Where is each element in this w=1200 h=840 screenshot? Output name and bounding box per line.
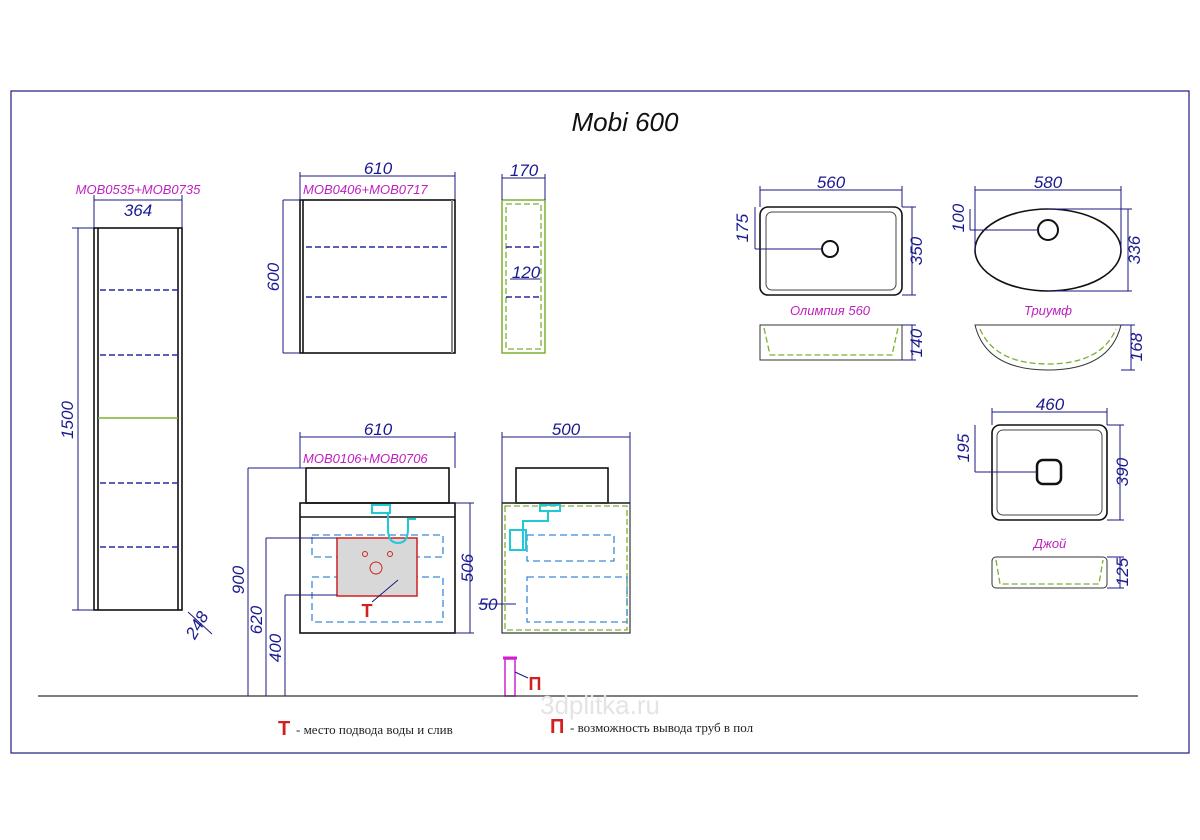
dim-drain-height: 400 — [266, 633, 285, 662]
vanity-side: 500 50 П — [478, 420, 631, 697]
dim-width: 610 — [364, 159, 393, 178]
dim-width: 610 — [364, 420, 393, 439]
dim-width: 364 — [124, 201, 152, 220]
dim-depth: 390 — [1113, 457, 1132, 486]
dim-width: 560 — [817, 173, 846, 192]
dim-drain-offset: 100 — [949, 203, 968, 232]
dim-depth: 336 — [1125, 235, 1144, 264]
basin-joy: 460 195 390 Джой 125 — [954, 395, 1132, 589]
vanity-code: MOB0106+MOB0706 — [303, 451, 428, 466]
basin-name: Триумф — [1024, 303, 1072, 318]
tall-cabinet: MOB0535+MOB0735 364 1500 248 — [58, 182, 213, 643]
mirror-cabinet-code: MOB0406+MOB0717 — [303, 182, 428, 197]
legend-text-t: - место подвода воды и слив — [296, 722, 453, 737]
dim-depth: 350 — [907, 236, 926, 265]
dim-height: 600 — [264, 262, 283, 291]
dim-depth: 248 — [181, 608, 212, 643]
vanity-front: Т 610 MOB0106+MOB0706 506 900 620 400 — [229, 420, 477, 696]
dim-mount-height: 900 — [229, 565, 248, 594]
marker-t: Т — [362, 601, 373, 621]
basin-triumf: 580 100 336 Триумф 168 — [949, 173, 1146, 371]
dim-side-offset: 50 — [479, 595, 498, 614]
basin-name: Олимпия 560 — [790, 303, 871, 318]
dim-width: 580 — [1034, 173, 1063, 192]
dim-height: 125 — [1113, 557, 1132, 586]
legend-symbol-p: П — [550, 716, 564, 738]
legend-text-p: - возможность вывода труб в пол — [570, 720, 754, 735]
basin-olimpia: 560 175 350 Олимпия 560 140 — [733, 173, 926, 361]
dim-height: 140 — [907, 328, 926, 357]
watermark: 3dplitka.ru — [540, 690, 660, 720]
mirror-cabinet: 610 MOB0406+MOB0717 600 — [264, 159, 456, 354]
basin-name: Джой — [1032, 536, 1067, 551]
dim-shelf: 120 — [512, 263, 541, 282]
legend-symbol-t: Т — [278, 718, 290, 740]
dim-drain-offset: 195 — [954, 433, 973, 462]
tall-cabinet-code: MOB0535+MOB0735 — [76, 182, 201, 197]
dim-height: 168 — [1127, 332, 1146, 361]
dim-height: 506 — [458, 553, 477, 582]
dim-depth: 170 — [510, 161, 539, 180]
dim-height: 1500 — [58, 401, 77, 439]
drawing-title: Mobi 600 — [572, 107, 679, 137]
marker-p: П — [529, 674, 542, 694]
dim-width: 460 — [1036, 395, 1065, 414]
mirror-cabinet-side: 170 120 — [501, 161, 546, 354]
legend: Т - место подвода воды и слив П - возмож… — [278, 716, 754, 740]
dim-drain-offset: 175 — [733, 213, 752, 242]
dim-depth: 500 — [552, 420, 581, 439]
dim-water-height: 620 — [247, 605, 266, 634]
drawing-frame — [10, 90, 1190, 754]
